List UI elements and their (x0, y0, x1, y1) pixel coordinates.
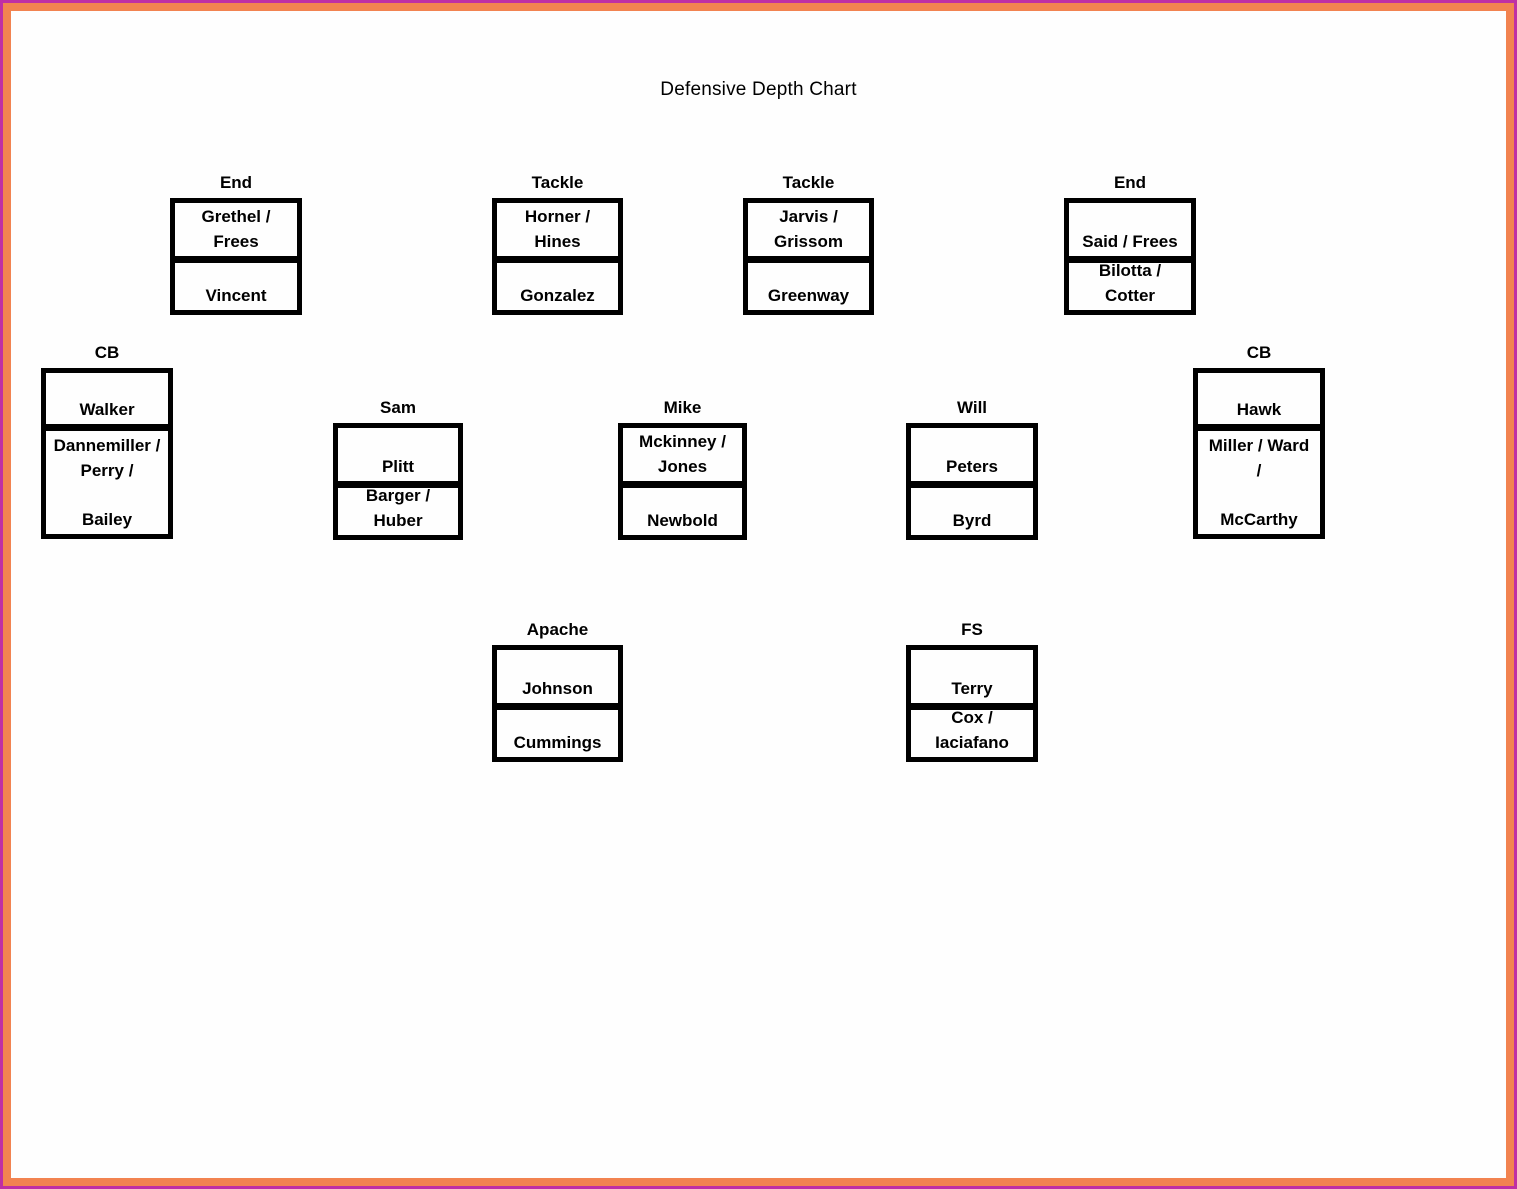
depth-cell-mike-1: Mckinney / Jones (623, 428, 742, 488)
page-title: Defensive Depth Chart (660, 79, 857, 100)
depth-cell-will-1: Peters (911, 428, 1033, 488)
depth-cell-apache-2: Cummings (513, 733, 602, 752)
depth-cell-cb-right-2: Miller / Ward / McCarthy (1198, 431, 1320, 534)
position-label-tackle-left: Tackle (531, 173, 584, 192)
depth-cell-end-right-2: Bilotta / Cotter (1098, 263, 1162, 305)
depth-cell-apache-1: Johnson (497, 650, 618, 710)
position-label-cb-left: CB (94, 343, 120, 362)
depth-cell-tackle-right-2: Greenway (767, 286, 850, 305)
position-label-mike: Mike (663, 398, 702, 417)
depth-cell-cb-right-1: Hawk (1198, 373, 1320, 431)
depth-cell-will-2: Byrd (952, 511, 992, 530)
player-names-cb-left-top: Dannemiller / Perry / (53, 436, 161, 480)
depth-cell-sam-2: Barger / Huber (365, 488, 431, 530)
player-names-cb-right-top: Miller / Ward / (1208, 436, 1310, 480)
depth-cell-sam-1: Plitt (338, 428, 458, 488)
player-names-cb-right-bottom: McCarthy (1220, 510, 1298, 529)
depth-cell-end-right-1: Said / Frees (1069, 203, 1191, 263)
depth-cell-mike-2: Newbold (647, 511, 718, 530)
position-label-will: Will (956, 398, 988, 417)
position-label-apache: Apache (526, 620, 589, 639)
position-label-cb-right: CB (1246, 343, 1272, 362)
depth-cell-tackle-left-2: Gonzalez (520, 286, 595, 305)
position-label-end-left: End (219, 173, 253, 192)
depth-cell-cb-left-1: Walker (46, 373, 168, 431)
depth-cell-fs-2: Cox / Iaciafano (935, 710, 1009, 752)
depth-cell-cb-left-2: Dannemiller / Perry / Bailey (46, 431, 168, 534)
position-label-end-right: End (1113, 173, 1147, 192)
depth-cell-tackle-left-1: Horner / Hines (497, 203, 618, 263)
depth-cell-tackle-right-1: Jarvis / Grissom (748, 203, 869, 263)
depth-cell-fs-1: Terry (911, 650, 1033, 710)
position-label-fs: FS (961, 620, 983, 639)
position-label-sam: Sam (380, 398, 416, 417)
depth-cell-end-left-1: Grethel / Frees (175, 203, 297, 263)
position-label-tackle-right: Tackle (782, 173, 835, 192)
player-names-cb-left-bottom: Bailey (81, 510, 133, 529)
depth-cell-end-left-2: Vincent (205, 286, 267, 305)
